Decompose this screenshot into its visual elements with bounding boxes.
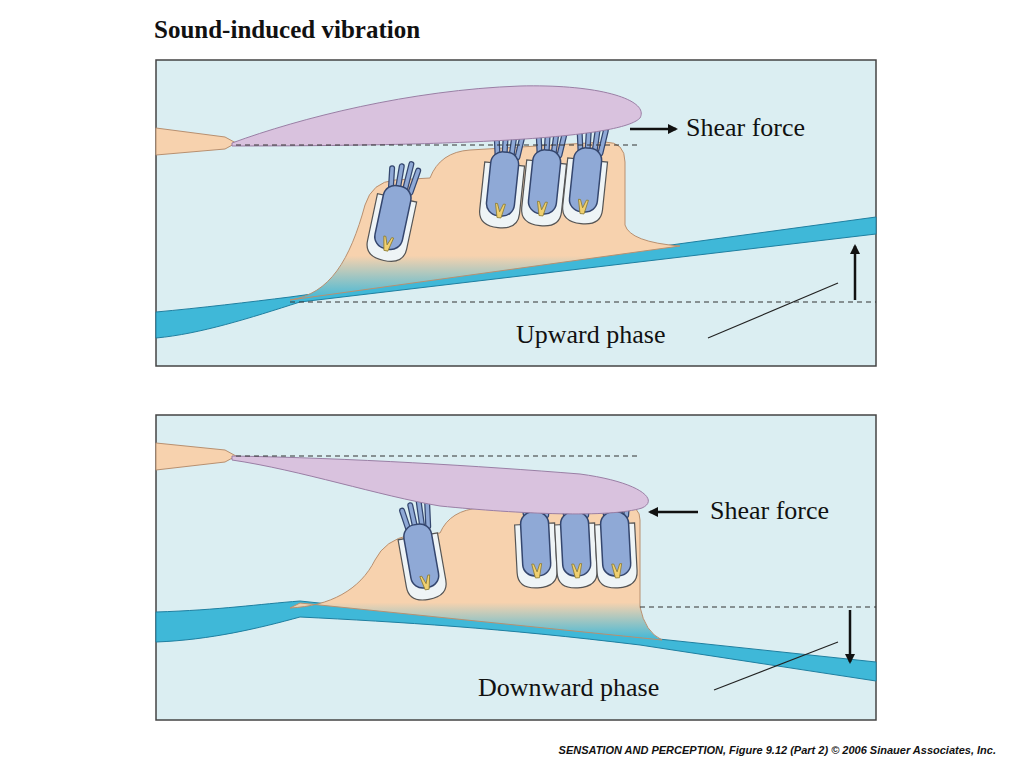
part-label: Shear force [708, 496, 831, 526]
figure-title: Sound-induced vibration [154, 16, 420, 44]
part-label: Downward phase [476, 673, 661, 703]
part-label: Upward phase [514, 320, 667, 350]
part-label: Shear force [684, 113, 807, 143]
figure-credit: SENSATION AND PERCEPTION, Figure 9.12 (P… [559, 744, 996, 756]
